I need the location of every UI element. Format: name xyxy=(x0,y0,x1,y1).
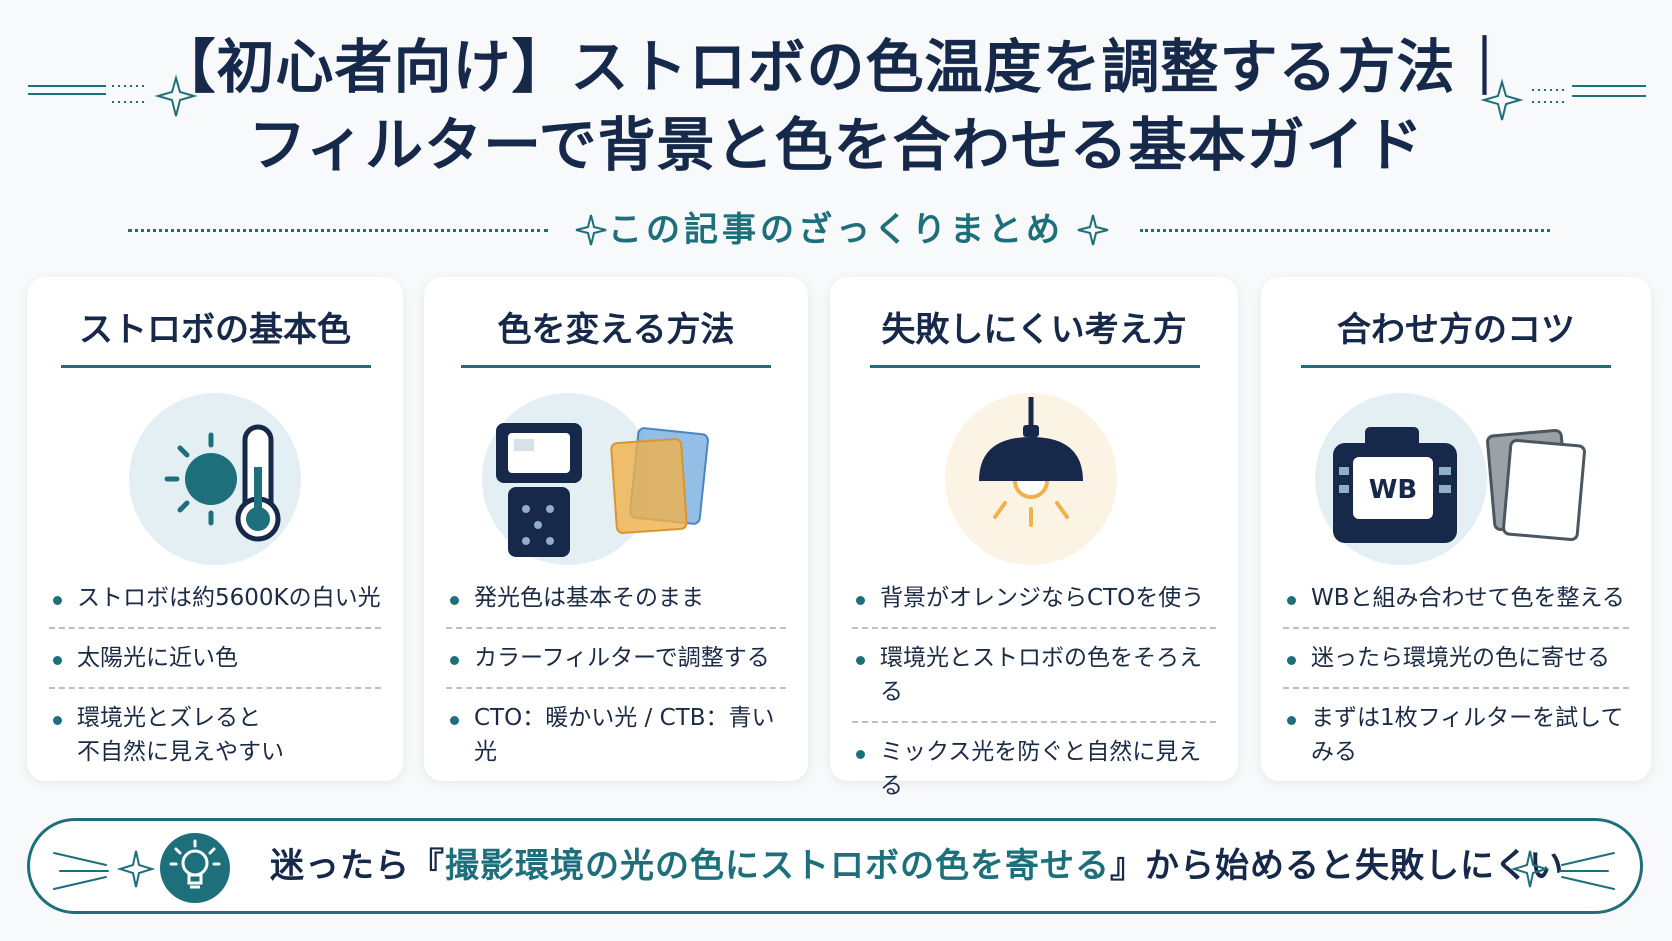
burst-lines-left-decoration xyxy=(53,850,156,890)
list-item: ミックス光を防ぐと自然に見える xyxy=(852,723,1216,815)
bullet-list: WBと組み合わせて色を整える 迷ったら環境光の色に寄せる まずは1枚フィルターを… xyxy=(1283,569,1629,781)
right-sparkle-decoration xyxy=(1480,78,1646,121)
sparkle-icon xyxy=(1077,214,1109,246)
burst-lines-right-decoration xyxy=(1510,850,1615,890)
sun-thermometer-icon xyxy=(164,424,281,542)
camera-label: WB xyxy=(1369,475,1418,505)
summary-heading-row: この記事のざっくりまとめ xyxy=(0,205,1672,255)
card-change-method: 色を変える方法 発光色は基本そのまま カラーフィルターで調整する CTO：暖かい… xyxy=(424,277,808,781)
list-item: CTO：暖かい光 / CTB：青い光 xyxy=(446,689,786,781)
list-item: 背景がオレンジならCTOを使う xyxy=(852,569,1216,629)
lightbulb-badge xyxy=(160,833,230,903)
bullet-list: ストロボは約5600Kの白い光 太陽光に近い色 環境光とズレると 不自然に見えや… xyxy=(49,569,381,781)
card-divider xyxy=(870,365,1200,368)
card-title: 色を変える方法 xyxy=(497,310,735,350)
summary-callout: 迷ったら『撮影環境の光の色にストロボの色を寄せる』から始めると失敗しにくい xyxy=(27,818,1643,914)
list-item: まずは1枚フィルターを試してみる xyxy=(1283,689,1629,781)
list-item: 環境光とストロボの色をそろえる xyxy=(852,629,1216,723)
strobe-filter-icon xyxy=(496,423,709,557)
card-divider xyxy=(61,365,371,368)
list-item: WBと組み合わせて色を整える xyxy=(1283,569,1629,629)
page-title: 【初心者向け】ストロボの色温度を調整する方法｜ フィルターで背景と色を合わせる基… xyxy=(0,28,1672,184)
card-mindset: 失敗しにくい考え方 背景がオレンジならCTOを使う 環境光とストロボの色をそろえ… xyxy=(830,277,1238,799)
summary-highlight: 撮影環境の光の色にストロボの色を寄せる xyxy=(445,846,1110,886)
bullet-list: 背景がオレンジならCTOを使う 環境光とストロボの色をそろえる ミックス光を防ぐ… xyxy=(852,569,1216,815)
card-title: ストロボの基本色 xyxy=(79,310,351,350)
card-title: 失敗しにくい考え方 xyxy=(881,310,1187,350)
card-title: 合わせ方のコツ xyxy=(1337,310,1575,350)
list-item: カラーフィルターで調整する xyxy=(446,629,786,689)
list-item: 発光色は基本そのまま xyxy=(446,569,786,629)
list-item: 迷ったら環境光の色に寄せる xyxy=(1283,629,1629,689)
summary-suffix: 』から始めると失敗しにくい xyxy=(1110,846,1565,886)
sparkle-icon xyxy=(575,214,607,246)
dotted-divider-left xyxy=(128,229,548,232)
list-item: 環境光とズレると 不自然に見えやすい xyxy=(49,689,381,781)
card-divider xyxy=(461,365,771,368)
title-line-2: フィルターで背景と色を合わせる基本ガイド xyxy=(248,111,1424,179)
card-basic-color: ストロボの基本色 ストロボは約5600Kの白い光 太陽光に近い色 環境光とズレる… xyxy=(27,277,403,781)
lamp-icon xyxy=(979,397,1083,527)
summary-prefix: 迷ったら『 xyxy=(270,846,445,886)
summary-heading: この記事のざっくりまとめ xyxy=(608,210,1064,250)
bullet-list: 発光色は基本そのまま カラーフィルターで調整する CTO：暖かい光 / CTB：… xyxy=(446,569,786,781)
card-divider xyxy=(1301,365,1611,368)
camera-wb-icon: WB xyxy=(1333,427,1586,543)
left-sparkle-decoration xyxy=(28,74,198,117)
list-item: 太陽光に近い色 xyxy=(49,629,381,689)
dotted-divider-right xyxy=(1140,229,1550,232)
summary-text: 迷ったら『撮影環境の光の色にストロボの色を寄せる』から始めると失敗しにくい xyxy=(270,821,1564,911)
title-line-1: 【初心者向け】ストロボの色温度を調整する方法｜ xyxy=(157,33,1515,101)
lightbulb-icon xyxy=(169,839,221,889)
list-item: ストロボは約5600Kの白い光 xyxy=(49,569,381,629)
card-tips: 合わせ方のコツ WB WBと組み合わせて色を整える 迷ったら環境光の色に寄せる … xyxy=(1261,277,1651,781)
